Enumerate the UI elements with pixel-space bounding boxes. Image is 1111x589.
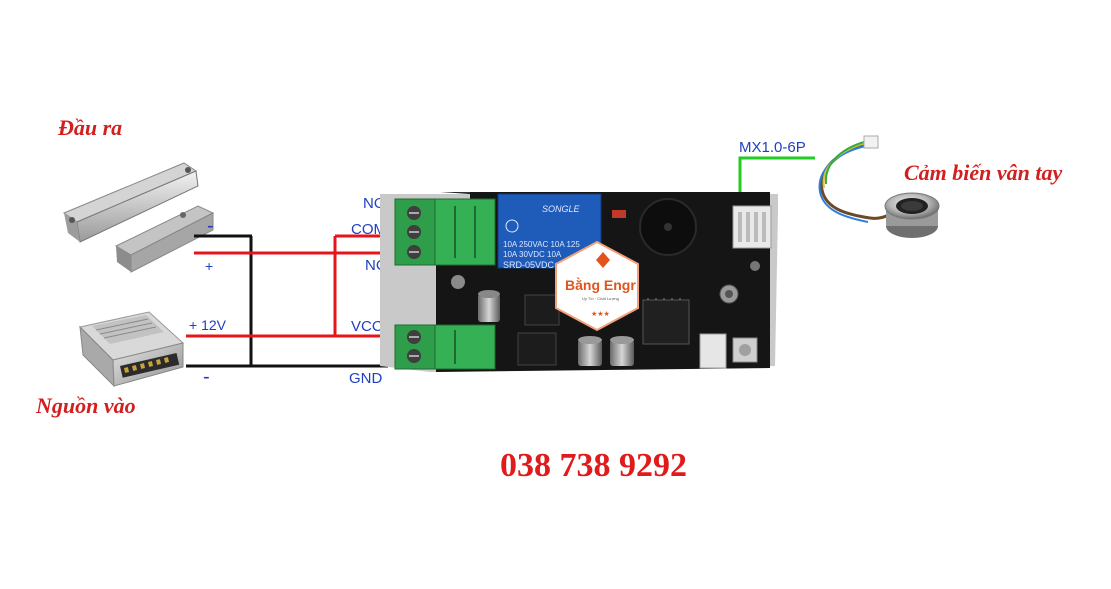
connector-label: MX1.0-6P — [739, 139, 806, 156]
phone-number: 038 738 9292 — [500, 447, 687, 484]
relay-rating-1: 10A 250VAC 10A 125 — [503, 240, 580, 249]
pin-label-com: COM — [351, 221, 386, 238]
relay-rating-2: 10A 30VDC 10A — [503, 250, 562, 259]
pin-label-gnd: GND — [349, 370, 383, 387]
pin-label-vcc: VCC — [351, 318, 383, 335]
brand-logo-name: Bằng Engr — [565, 276, 636, 293]
wire-label-plus-top: + — [205, 258, 213, 274]
board-aux-connector — [699, 333, 727, 369]
wires — [186, 156, 815, 368]
wire-label-minus-bottom: - — [203, 366, 210, 388]
mcu-chip — [642, 299, 690, 345]
fingerprint-sensor-image — [818, 135, 940, 238]
fingerprint-sensor-label: Cảm biến vân tay — [904, 160, 1063, 185]
wire-label-plus-12v: + 12V — [189, 317, 227, 333]
inductor-1 — [524, 294, 560, 326]
power-terminal-block — [394, 324, 496, 370]
magnetic-lock-image — [62, 162, 215, 273]
power-input-label: Nguồn vào — [35, 393, 136, 418]
inductor-2 — [517, 332, 557, 366]
brand-logo-stars: ★★★ — [591, 310, 610, 318]
output-label: Đầu ra — [57, 115, 122, 140]
wire-label-minus-top: - — [207, 215, 214, 237]
relay-terminal-block — [394, 198, 496, 266]
pin-label-no: NO — [363, 195, 386, 212]
capacitor-1 — [478, 290, 500, 322]
brand-logo-tagline: Uy Tín · Chất Lượng — [582, 296, 619, 301]
wire-green-sensor — [738, 156, 815, 200]
controller-board: SONGLE 10A 250VAC 10A 125 10A 30VDC 10A … — [380, 192, 778, 372]
relay-brand: SONGLE — [542, 204, 581, 214]
brand-logo: Bằng Engr Uy Tín · Chất Lượng ★★★ — [555, 240, 639, 332]
power-supply-image — [78, 311, 185, 388]
capacitor-2 — [578, 336, 602, 366]
capacitor-3 — [610, 336, 634, 366]
relay-model: SRD-05VDC — [503, 260, 555, 270]
